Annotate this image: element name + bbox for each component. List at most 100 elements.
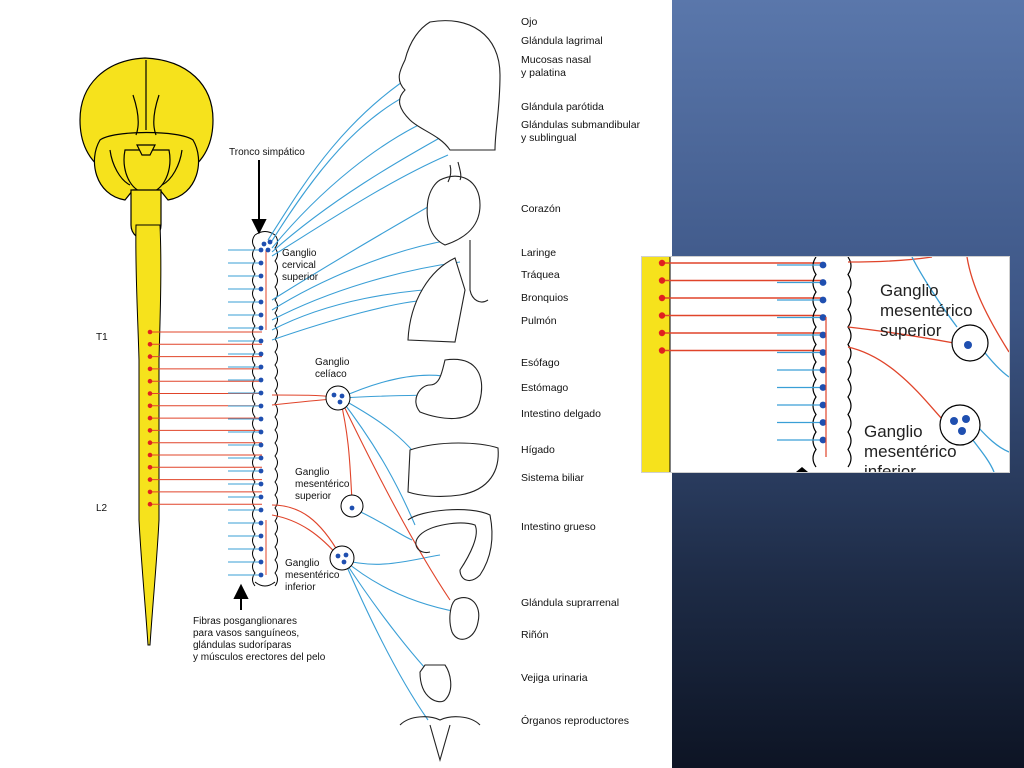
organ-label: Esófago — [521, 357, 560, 369]
head-outline — [398, 20, 501, 151]
fibras-label: Fibras posganglionares para vasos sanguí… — [193, 616, 326, 663]
trunk-neuron — [258, 325, 264, 331]
trunk-neuron — [258, 494, 264, 500]
ganglia — [325, 385, 364, 571]
uterus — [399, 716, 481, 763]
zoom-mesenterico-superior-label: Ganglio mesentérico superior — [880, 281, 973, 340]
l2-label: L2 — [96, 503, 108, 514]
trunk-neuron — [258, 351, 264, 357]
t1-label: T1 — [96, 332, 108, 343]
zoom-fibers — [658, 257, 1009, 472]
ganglio-cervical-label: Ganglio cervical superior — [282, 248, 319, 283]
ganglio-mesenterico-superior-label: Ganglio mesentérico superior — [295, 467, 350, 502]
postganglionic-fibers — [267, 69, 461, 721]
organ-label: Glándulas submandibular y sublingual — [521, 119, 641, 144]
cord-neuron — [147, 415, 153, 421]
organ-label: Órganos reproductores — [521, 715, 629, 727]
lung — [407, 257, 466, 343]
cord-neuron — [147, 366, 153, 372]
trunk-neuron — [258, 455, 264, 461]
organ-label: Glándula suprarrenal — [521, 597, 620, 609]
organ-label: Glándula lagrimal — [521, 35, 603, 47]
organ-label: Glándula parótida — [521, 101, 604, 113]
posganglionic-stubs — [228, 247, 264, 578]
trunk-neuron — [258, 442, 264, 448]
cord-neuron — [147, 403, 153, 409]
organ-label: Ojo — [521, 16, 538, 28]
trunk-neuron — [258, 546, 264, 552]
ganglion-celiaco — [325, 385, 351, 411]
organ-label: Corazón — [521, 203, 561, 215]
diagram-canvas — [79, 20, 501, 763]
trachea — [469, 240, 489, 303]
cord-neuron — [147, 465, 153, 470]
cord-neuron — [147, 391, 153, 396]
heart — [426, 175, 481, 246]
organ-label: Tráquea — [521, 269, 560, 281]
trunk-neuron — [258, 429, 264, 435]
trunk-neuron — [258, 416, 264, 422]
organ-label: Hígado — [521, 444, 555, 456]
trunk-neuron — [258, 572, 264, 578]
zoom-inset: Ganglio mesentérico superior Ganglio mes… — [641, 256, 1010, 473]
brain-illustration — [79, 57, 214, 241]
organ-label: Sistema biliar — [521, 472, 585, 484]
sympathetic-trunk-chain — [252, 231, 278, 587]
organ-label: Vejiga urinaria — [521, 672, 588, 684]
spinal-cord — [135, 224, 162, 646]
trunk-neuron — [258, 299, 264, 305]
trunk-neuron — [258, 520, 264, 526]
trunk-neuron — [258, 481, 264, 487]
organ-label: Intestino delgado — [521, 408, 601, 420]
kidney — [449, 597, 480, 640]
cord-neuron — [147, 501, 153, 507]
arrows — [233, 160, 267, 610]
organ-label: Intestino grueso — [521, 521, 596, 533]
trunk-neuron — [258, 273, 264, 279]
zoom-ganglia — [939, 324, 989, 446]
trunk-neuron — [258, 247, 264, 253]
organ-label: Mucosas nasal y palatina — [521, 54, 592, 79]
trunk-neuron — [258, 468, 264, 474]
trunk-neuron — [258, 312, 264, 318]
zoom-canvas — [642, 257, 1009, 472]
ganglio-celiaco-label: Ganglio celíaco — [315, 357, 350, 380]
organ-label: Pulmón — [521, 315, 557, 327]
cord-neuron — [147, 477, 153, 482]
trunk-neuron — [258, 338, 264, 344]
tronco-simpatico-label: Tronco simpático — [229, 147, 305, 158]
trunk-neuron — [258, 507, 264, 513]
cord-neuron — [147, 342, 153, 347]
ganglion-mesenterico-inferior — [329, 545, 355, 571]
cord-neuron — [147, 489, 153, 495]
trunk-neuron — [258, 377, 264, 383]
trunk-neuron — [258, 390, 264, 396]
ganglio-mesenterico-inferior-label: Ganglio mesentérico inferior — [285, 558, 340, 593]
cord-neuron — [147, 354, 153, 359]
trunk-neuron — [258, 559, 264, 565]
cord-neuron — [147, 452, 153, 458]
bladder — [419, 664, 452, 703]
cord-neuron — [147, 428, 153, 433]
trunk-neuron — [258, 260, 264, 266]
zoom-spinal-cord — [642, 257, 670, 472]
organ-label: Bronquios — [521, 292, 569, 304]
organ-label: Estómago — [521, 382, 569, 394]
sympathetic-nervous-system-diagram: Ojo Glándula lagrimal Mucosas nasal y pa… — [79, 16, 641, 763]
trunk-neuron — [258, 286, 264, 292]
trunk-neuron — [258, 403, 264, 409]
stomach — [415, 358, 483, 419]
cord-neuron — [147, 440, 153, 446]
ganglion-neurons — [261, 239, 355, 565]
liver — [407, 442, 499, 497]
cord-neuron — [147, 329, 153, 335]
organ-label: Laringe — [521, 247, 557, 259]
organ-label: Riñón — [521, 629, 549, 641]
cord-neuron — [147, 378, 153, 384]
organs — [398, 20, 501, 763]
large-intestine — [407, 509, 493, 581]
zoom-mesenterico-inferior-label: Ganglio mesentérico inferior — [864, 422, 957, 473]
trunk-neuron — [258, 533, 264, 539]
preganglionic-fibers — [147, 329, 262, 507]
trunk-neuron — [258, 364, 264, 370]
